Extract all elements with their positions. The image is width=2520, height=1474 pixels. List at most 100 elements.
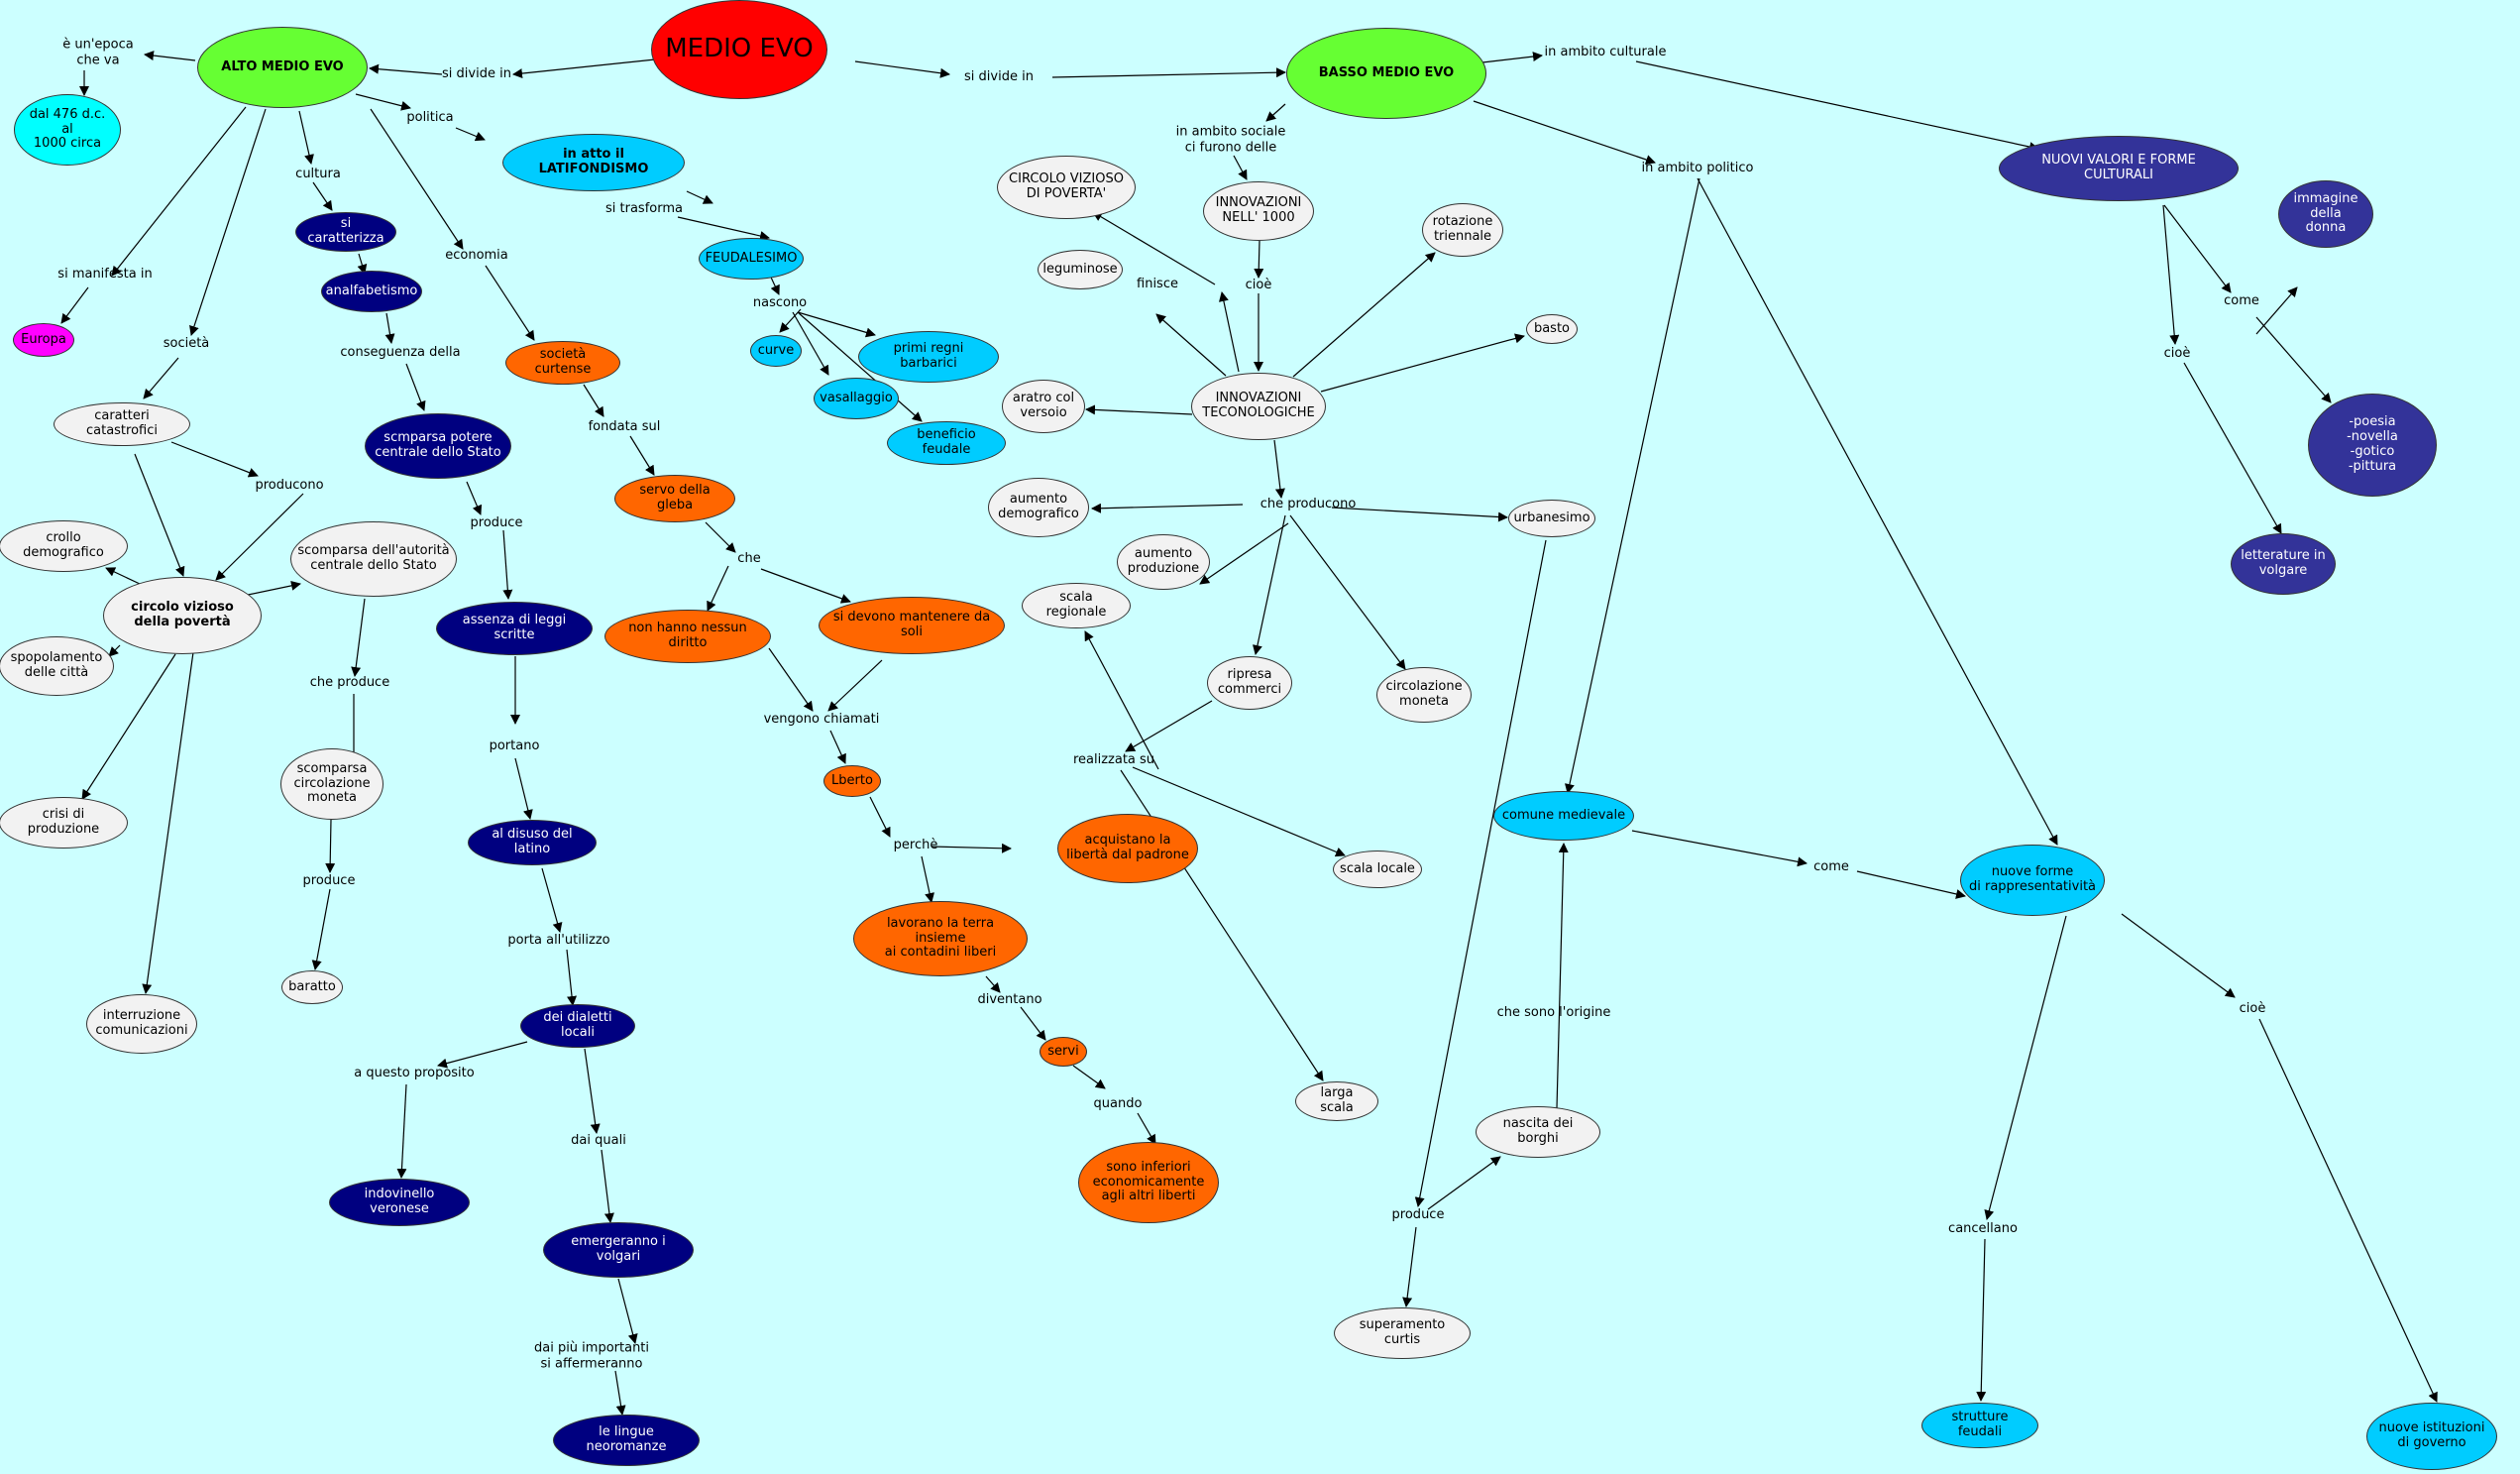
connector-arrow (1976, 1238, 1987, 1402)
node-volgari[interactable]: emergeranno i volgari (543, 1222, 694, 1278)
node-comune-medievale[interactable]: comune medievale (1493, 791, 1634, 841)
node-vassallaggio[interactable]: vasallaggio (814, 378, 899, 419)
node-disuso-latino[interactable]: al disuso del latino (468, 820, 597, 865)
connector-arrow (1564, 177, 1700, 794)
node-alto-medio-evo[interactable]: ALTO MEDIO EVO (197, 27, 368, 108)
node-servi[interactable]: servi (1040, 1037, 1087, 1067)
node-urbanesimo[interactable]: urbanesimo (1508, 500, 1595, 537)
node-beneficio-feudale[interactable]: beneficio feudale (887, 421, 1006, 465)
node-scala-locale[interactable]: scala locale (1333, 850, 1422, 888)
node-nuovi-valori[interactable]: NUOVI VALORI E FORME CULTURALI (1999, 136, 2239, 201)
connector-arrow (355, 93, 411, 111)
connector-arrow (2255, 316, 2332, 403)
label-dai-piu-importanti: dai più importanti si affermeranno (533, 1340, 650, 1371)
node-medio-evo[interactable]: MEDIO EVO (651, 0, 827, 99)
node-lingue-neoromanze[interactable]: le lingue neoromanze (553, 1415, 700, 1466)
node-caratteri-catastrofici[interactable]: caratteri catastrofici (54, 402, 190, 446)
node-poesia[interactable]: -poesia -novella -gotico -pittura (2308, 394, 2437, 497)
node-europa[interactable]: Europa (13, 323, 74, 357)
connector-arrow (1556, 843, 1569, 1109)
label-ambito-sociale: in ambito sociale ci furono delle (1175, 124, 1286, 155)
connector-arrow (1252, 514, 1286, 655)
label-realizzata-su: realizzata su (1072, 752, 1155, 768)
node-crisi-produzione[interactable]: crisi di produzione (0, 797, 128, 849)
node-crollo-demografico[interactable]: crollo demografico (0, 520, 128, 572)
node-inferiori[interactable]: sono inferiori economicamente agli altri… (1078, 1142, 1219, 1223)
node-baratto[interactable]: baratto (281, 970, 343, 1004)
connector-arrow (311, 888, 331, 970)
label-finisce: finisce (1137, 277, 1178, 292)
node-leguminose[interactable]: leguminose (1038, 250, 1123, 289)
connector-arrow (1402, 1226, 1417, 1307)
node-nuove-forme[interactable]: nuove forme di rappresentatività (1960, 845, 2105, 916)
node-si-caratterizza[interactable]: si caratterizza (295, 212, 396, 252)
node-scomparsa-autorita[interactable]: scomparsa dell'autorità centrale dello S… (290, 521, 457, 597)
connector-arrow (1631, 830, 1808, 867)
label-nascono: nascono (752, 295, 808, 311)
node-aumento-demografico[interactable]: aumento demografico (988, 478, 1089, 537)
node-innovazioni-tecnologiche[interactable]: INNOVAZIONI TECONOLOGICHE (1191, 373, 1326, 440)
connector-arrow (111, 106, 247, 277)
node-nessun-diritto[interactable]: non hanno nessun diritto (604, 610, 771, 663)
node-scomparsa-potere[interactable]: scmparsa potere centrale dello Stato (365, 413, 511, 479)
connector-arrow (512, 57, 675, 79)
connector-arrow (797, 311, 923, 422)
connector-arrow (779, 308, 802, 333)
node-spopolamento[interactable]: spopolamento delle città (0, 636, 114, 696)
node-nascita-borghi[interactable]: nascita dei borghi (1476, 1106, 1600, 1158)
connector-arrow (2258, 1018, 2438, 1403)
node-ripresa-commerci[interactable]: ripresa commerci (1207, 656, 1292, 710)
node-rotazione-triennale[interactable]: rotazione triennale (1422, 203, 1503, 257)
node-curve[interactable]: curve (750, 335, 802, 367)
connector-arrow (1856, 870, 1966, 899)
node-innovazioni-1000[interactable]: INNOVAZIONI NELL' 1000 (1203, 181, 1314, 241)
connector-arrow (1132, 766, 1346, 857)
node-lavorano[interactable]: lavorano la terra insieme ai contadini l… (853, 901, 1028, 976)
node-primi-regni[interactable]: primi regni barbarici (858, 331, 999, 383)
node-feudalesimo[interactable]: FEUDALESIMO (699, 238, 804, 280)
connector-arrow (312, 181, 333, 211)
node-interruzione-comunicazioni[interactable]: interruzione comunicazioni (86, 994, 197, 1054)
connector-arrow (514, 757, 533, 820)
node-immagine-donna[interactable]: immagine della donna (2278, 180, 2373, 248)
node-superamento-curtis[interactable]: superamento curtis (1334, 1307, 1471, 1359)
node-latifondismo[interactable]: in atto il LATIFONDISMO (502, 134, 685, 191)
node-circolo-vizioso-poverta[interactable]: CIRCOLO VIZIOSO DI POVERTA' (997, 156, 1136, 219)
node-scala-regionale[interactable]: scala regionale (1022, 583, 1131, 628)
node-aumento-produzione[interactable]: aumento produzione (1117, 534, 1210, 590)
node-nuove-istituzioni[interactable]: nuove istituzioni di governo (2366, 1403, 2497, 1470)
connector-arrow (617, 1278, 638, 1344)
label-societa: società (163, 336, 210, 352)
connector-arrow (298, 110, 314, 165)
node-mantenere[interactable]: si devono mantenere da soli (819, 597, 1005, 654)
node-acquistano[interactable]: acquistano la libertà dal padrone (1057, 814, 1198, 883)
node-periodo[interactable]: dal 476 d.c. al 1000 circa (14, 94, 121, 166)
label-politica: politica (406, 110, 454, 126)
node-dialetti-locali[interactable]: dei dialetti locali (520, 1004, 635, 1048)
node-basto[interactable]: basto (1526, 314, 1578, 344)
node-indovinello[interactable]: indovinello veronese (329, 1179, 470, 1226)
label-che-producono: che producono (1260, 497, 1357, 512)
connector-arrow (1273, 439, 1285, 499)
node-strutture-feudali[interactable]: strutture feudali (1921, 1403, 2038, 1448)
node-circolo-poverta[interactable]: circolo vizioso della povertà (103, 577, 262, 654)
node-aratro[interactable]: aratro col versoio (1002, 380, 1085, 433)
label-che-produce: che produce (309, 675, 390, 691)
node-analfabetismo[interactable]: analfabetismo (321, 271, 422, 312)
node-societa-curtense[interactable]: società curtense (505, 341, 620, 385)
node-scomparsa-moneta[interactable]: scomparsa circolazione moneta (280, 748, 383, 820)
node-larga-scala[interactable]: larga scala (1295, 1081, 1378, 1121)
connector-arrow (566, 949, 578, 1006)
connector-arrow (502, 529, 513, 600)
label-cioe-c: cioè (2163, 346, 2191, 362)
connector-arrow (485, 265, 535, 341)
node-servo-gleba[interactable]: servo della gleba (614, 475, 735, 522)
node-circolazione-moneta[interactable]: circolazione moneta (1376, 667, 1472, 723)
label-che: che (737, 551, 761, 567)
connector-arrow (601, 1149, 614, 1223)
connector-arrow (1084, 630, 1159, 770)
node-basso-medio-evo[interactable]: BASSO MEDIO EVO (1286, 28, 1486, 119)
node-lberto[interactable]: Lberto (823, 765, 881, 797)
node-letterature-volgare[interactable]: letterature in volgare (2231, 533, 2336, 595)
node-assenza-leggi[interactable]: assenza di leggi scritte (436, 602, 593, 655)
